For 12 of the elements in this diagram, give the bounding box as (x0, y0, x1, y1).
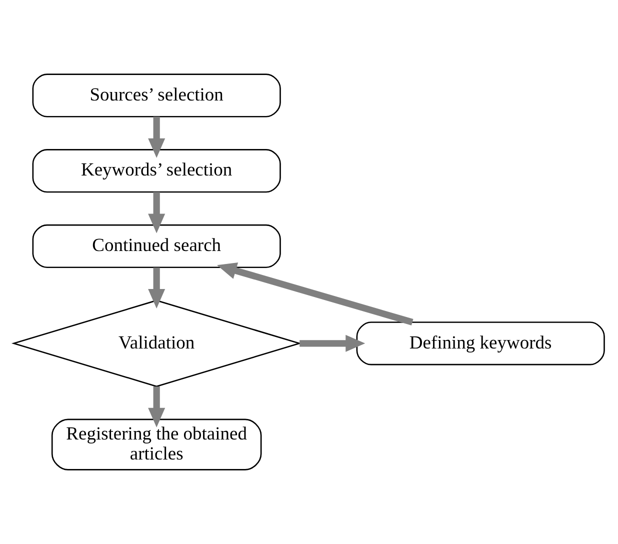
node-box: Continued search (32, 224, 281, 268)
arrow (148, 386, 166, 428)
node-box: Keywords’ selection (32, 149, 281, 193)
node-box: Defining keywords (356, 322, 605, 366)
arrow (300, 334, 366, 352)
arrow (148, 192, 166, 234)
arrow (148, 268, 166, 309)
node-diamond: Validation (11, 300, 302, 388)
node-box: Registering the obtained articles (51, 418, 262, 470)
arrow (217, 262, 414, 326)
node-box: Sources’ selection (32, 74, 281, 118)
arrow (148, 116, 166, 158)
